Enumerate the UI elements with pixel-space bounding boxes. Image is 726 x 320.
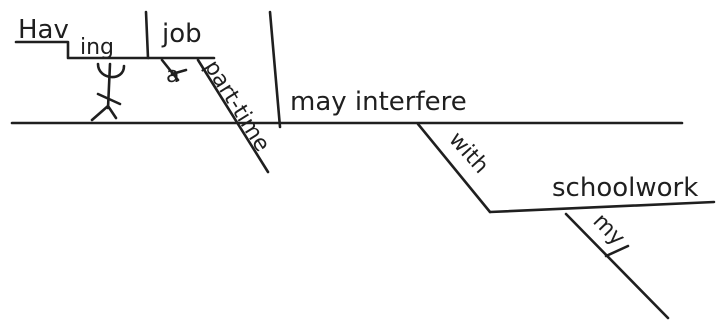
word-a: a bbox=[166, 63, 179, 88]
pedestal-stem bbox=[106, 62, 112, 110]
possessive-tick bbox=[604, 244, 630, 258]
word-having-suffix: ing bbox=[80, 35, 114, 60]
gerund-object-divider bbox=[144, 10, 150, 60]
preposition-slant bbox=[416, 122, 492, 214]
possessive-slant bbox=[564, 212, 670, 320]
pedestal-head bbox=[96, 62, 126, 79]
word-job: job bbox=[161, 19, 202, 49]
article-slant bbox=[160, 58, 180, 82]
word-schoolwork: schoolwork bbox=[552, 173, 698, 203]
word-my: my bbox=[588, 209, 630, 251]
article-tick bbox=[170, 68, 188, 76]
word-with: with bbox=[444, 127, 494, 178]
modifier-slant bbox=[196, 58, 270, 174]
pedestal-legs bbox=[90, 104, 118, 122]
word-may-interfere: may interfere bbox=[290, 87, 467, 117]
prep-object-line bbox=[488, 200, 716, 214]
pedestal-arm bbox=[96, 92, 122, 106]
word-part-time: part-time bbox=[199, 56, 275, 156]
subject-predicate-divider bbox=[268, 10, 282, 129]
gerund-step-line bbox=[14, 40, 216, 60]
word-having-root: Hav bbox=[18, 15, 69, 45]
